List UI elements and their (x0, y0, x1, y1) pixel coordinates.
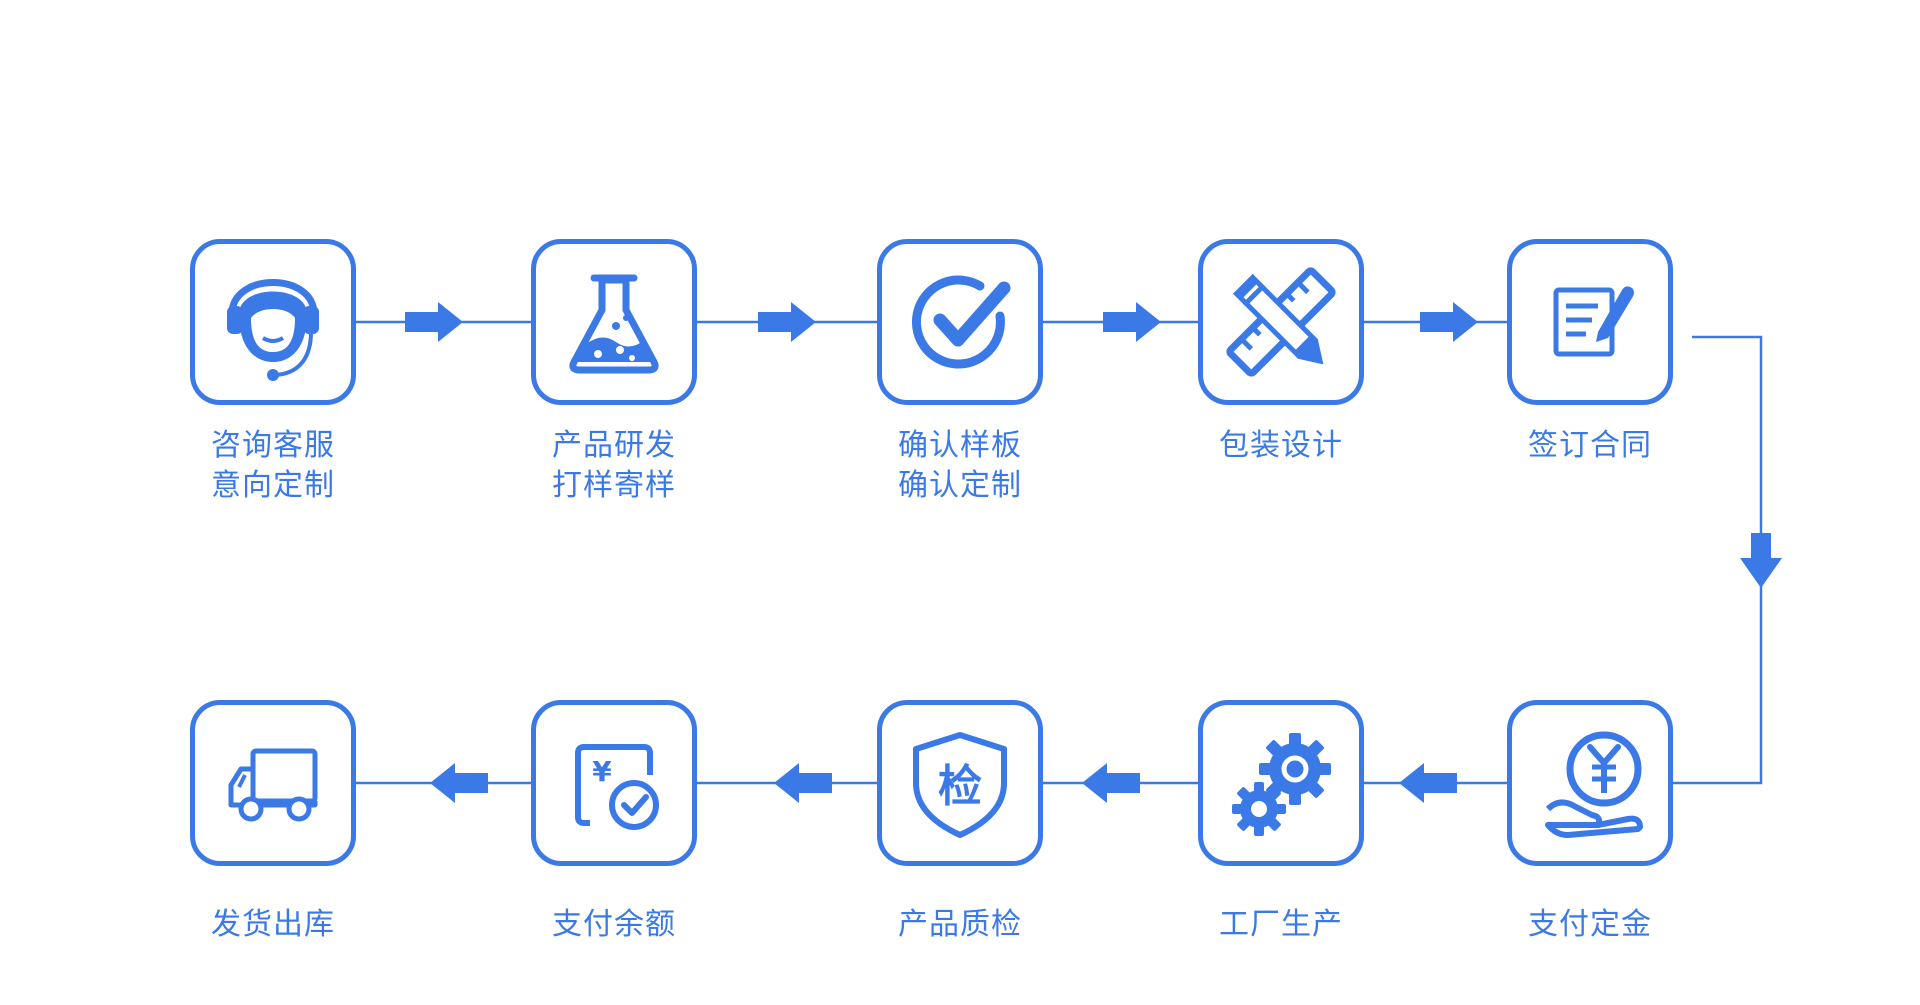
step-label-line: 签订合同 (1528, 428, 1652, 463)
sign-document-icon (1553, 286, 1634, 357)
arrow-left-icon (1082, 763, 1140, 803)
arrow-right-icon (1420, 302, 1478, 342)
step-label-line: 确认样板 (898, 428, 1022, 463)
arrow-left-icon (774, 763, 832, 803)
step-contract-box (1507, 239, 1673, 405)
arrow-left-icon (1399, 763, 1457, 803)
step-label: 工厂生产 (1161, 905, 1401, 945)
step-label-line: 支付定金 (1528, 907, 1652, 942)
step-label-line: 产品质检 (898, 907, 1022, 942)
step-label-line: 咨询客服 (211, 428, 335, 463)
step-label: 支付余额 (494, 905, 734, 945)
step-deposit-box (1507, 700, 1673, 866)
delivery-truck-icon (228, 748, 318, 822)
step-confirm-box (877, 239, 1043, 405)
step-label-line: 支付余额 (552, 907, 676, 942)
step-shipping-box (190, 700, 356, 866)
lab-flask-icon (569, 274, 659, 374)
arrow-down-icon (1740, 533, 1782, 588)
step-production-box (1198, 700, 1364, 866)
step-label-line: 确认定制 (898, 468, 1022, 503)
step-label-line: 包装设计 (1219, 428, 1343, 463)
inspection-glyph: 检 (938, 761, 982, 812)
step-inspection-box: 检 (877, 700, 1043, 866)
step-label: 咨询客服 意向定制 (153, 426, 393, 506)
step-label: 包装设计 (1161, 426, 1401, 466)
yuan-glyph: ¥ (592, 755, 612, 788)
inspection-shield-icon: 检 (913, 732, 1007, 838)
step-rd-box (531, 239, 697, 405)
step-label: 产品质检 (840, 905, 1080, 945)
yuan-card-check-icon: ¥ (575, 744, 659, 830)
step-balance-box: ¥ (531, 700, 697, 866)
step-label-line: 打样寄样 (552, 468, 676, 503)
step-label: 产品研发 打样寄样 (494, 426, 734, 506)
step-label-line: 意向定制 (211, 468, 335, 503)
step-design-box (1198, 239, 1364, 405)
gears-icon (1232, 733, 1331, 836)
step-label: 确认样板 确认定制 (840, 426, 1080, 506)
customer-service-headset-icon (227, 279, 319, 381)
step-label-line: 发货出库 (211, 907, 335, 942)
arrow-right-icon (405, 302, 463, 342)
arrow-right-icon (758, 302, 816, 342)
step-label: 签订合同 (1470, 426, 1710, 466)
step-consult-box (190, 239, 356, 405)
arrow-right-icon (1103, 302, 1161, 342)
step-label: 发货出库 (153, 905, 393, 945)
yuan-hand-coin-icon (1545, 731, 1643, 838)
step-label-line: 工厂生产 (1219, 907, 1343, 942)
step-label: 支付定金 (1470, 905, 1710, 945)
check-circle-icon (911, 275, 1011, 369)
step-label-line: 产品研发 (552, 428, 676, 463)
pencil-ruler-icon (1226, 267, 1336, 377)
arrow-left-icon (430, 763, 488, 803)
